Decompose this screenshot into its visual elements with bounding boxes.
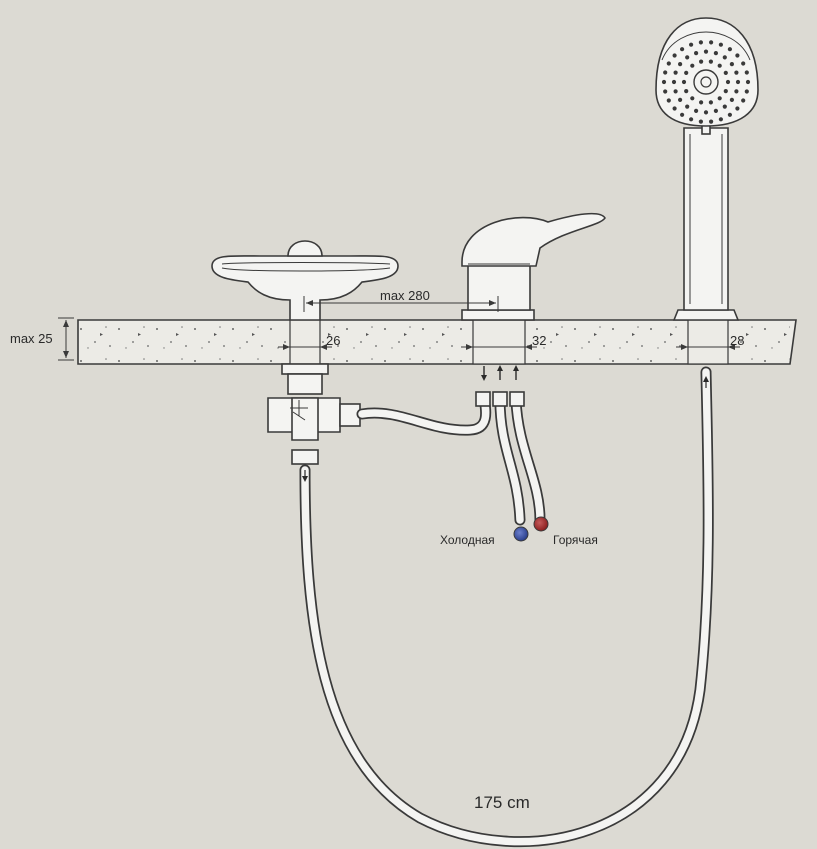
spacing-max-label: max 280	[380, 288, 430, 303]
arrow-down-icon	[481, 366, 487, 381]
flow-arrows	[302, 365, 709, 482]
nozzle-dot	[672, 106, 677, 111]
nozzle-dot	[673, 89, 678, 94]
nozzle-dot	[666, 61, 671, 66]
nozzle-dot	[708, 100, 714, 105]
nozzle-dot	[694, 51, 699, 56]
nozzle-dot	[735, 79, 741, 85]
nozzle-dot	[734, 70, 739, 75]
nozzle-dot	[717, 63, 722, 68]
nozzle-dot	[713, 51, 719, 56]
nozzle-dot	[703, 49, 709, 54]
nozzle-dot	[745, 79, 751, 85]
nozzle-dot	[698, 119, 704, 124]
nozzle-dot	[729, 97, 735, 102]
nozzle-dot	[729, 62, 735, 67]
nozzle-dot	[717, 96, 722, 101]
nozzle-dot	[684, 89, 689, 94]
hand-shower	[655, 17, 759, 321]
shower-nozzles	[661, 40, 751, 124]
nozzle-dot	[723, 70, 728, 75]
nozzle-dot	[713, 108, 719, 113]
nozzle-dot	[684, 70, 689, 75]
arrow-up-icon	[513, 365, 519, 380]
nozzle-dot	[709, 40, 714, 45]
nozzle-dot	[708, 59, 714, 64]
arrow-up-icon	[703, 376, 709, 388]
nozzle-dot	[671, 79, 677, 85]
nozzle-dot	[680, 112, 685, 117]
nozzle-dot	[703, 110, 709, 115]
countertop-thickness-dimension: max 25	[10, 317, 74, 361]
nozzle-dot	[718, 117, 724, 122]
nozzle-dot	[735, 106, 740, 111]
cold-connector	[513, 526, 529, 542]
nozzle-dot	[678, 97, 683, 102]
arrow-down-icon	[302, 470, 308, 482]
nozzle-dot	[673, 70, 678, 75]
hoses	[299, 366, 714, 848]
nozzle-dot	[698, 40, 704, 45]
nozzle-dot	[734, 89, 739, 94]
nozzle-dot	[741, 98, 746, 103]
nozzle-dot	[727, 47, 733, 52]
nozzle-dot	[678, 62, 683, 67]
cold-water-label: Холодная	[440, 533, 495, 547]
nozzle-dot	[741, 61, 746, 66]
nozzle-dot	[685, 55, 690, 60]
countertop-max-label: max 25	[10, 331, 53, 346]
nozzle-dot	[727, 112, 733, 117]
nozzle-dot	[744, 70, 749, 75]
nozzle-dot	[672, 53, 677, 58]
nozzle-dot	[690, 63, 695, 68]
nozzle-dot	[722, 55, 727, 60]
countertop	[77, 319, 797, 365]
nozzle-dot	[689, 117, 694, 122]
nozzle-dot	[744, 89, 749, 94]
nozzle-dot	[685, 104, 690, 109]
hot-water-label: Горячая	[553, 533, 598, 547]
diverter-body	[267, 363, 361, 465]
hot-connector	[533, 516, 549, 532]
nozzle-dot	[663, 70, 668, 75]
single-lever-mixer	[461, 212, 606, 321]
nozzle-dot	[718, 42, 724, 47]
nozzle-dot	[661, 79, 667, 85]
hole-dimension-26: 26	[278, 333, 340, 350]
nozzle-dot	[699, 59, 704, 64]
drain-knob	[211, 240, 399, 321]
nozzle-dot	[690, 96, 695, 101]
hole-dimension-32: 32	[461, 333, 546, 350]
spacing-dimension: max 280	[303, 288, 499, 312]
svg-text:32: 32	[532, 333, 546, 348]
nozzle-dot	[663, 89, 668, 94]
nozzle-dot	[681, 79, 687, 85]
nozzle-dot	[694, 108, 699, 113]
arrow-up-icon	[497, 365, 503, 380]
nozzle-dot	[680, 47, 685, 52]
nozzle-dot	[699, 100, 704, 105]
nozzle-dot	[722, 104, 727, 109]
nozzle-dot	[735, 53, 740, 58]
hole-dimension-28: 28	[676, 333, 744, 350]
svg-text:28: 28	[730, 333, 744, 348]
nozzle-dot	[666, 98, 671, 103]
svg-text:26: 26	[326, 333, 340, 348]
hose-length-label: 175 cm	[474, 793, 530, 812]
nozzle-dot	[689, 42, 694, 47]
nozzle-dot	[723, 89, 728, 94]
nozzle-dot	[709, 119, 714, 124]
nozzle-dot	[725, 79, 731, 85]
